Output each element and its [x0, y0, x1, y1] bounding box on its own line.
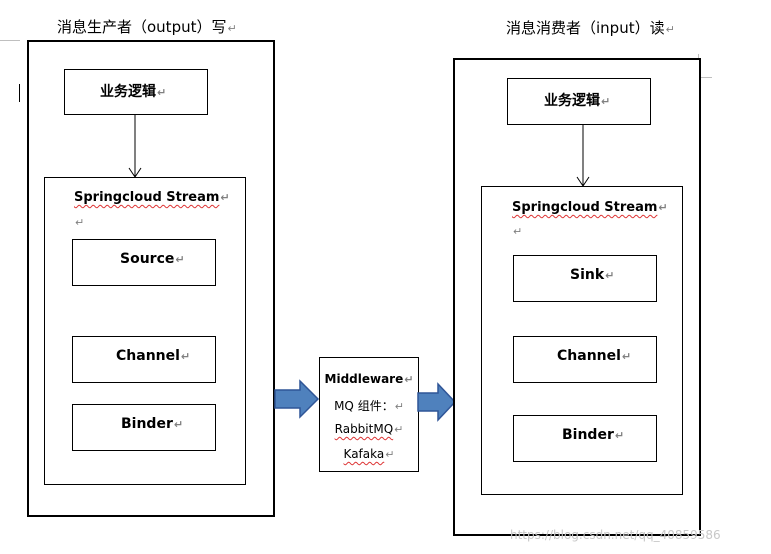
producer-stream-empty-line-mark: ↵ [75, 216, 85, 229]
producer-title: 消息生产者（output）写↵ [57, 18, 237, 36]
corner-mark-right-h [700, 77, 712, 78]
producer-binder-box: Binder↵ [72, 404, 216, 451]
consumer-stream-label: Springcloud Stream↵ [512, 200, 668, 215]
consumer-logic-box: 业务逻辑↵ [507, 78, 651, 125]
watermark: https://blog.csdn.net/qq_40859586 [510, 528, 721, 542]
consumer-logic-to-stream-arrow [576, 124, 590, 187]
consumer-binder-label: Binder↵ [562, 427, 625, 443]
middleware-kafaka: Kafaka↵ [343, 447, 395, 461]
consumer-binder-box: Binder↵ [513, 415, 657, 462]
middleware-mq-label: MQ 组件：↵ [334, 399, 404, 413]
middleware-rabbitmq: RabbitMQ↵ [334, 422, 404, 436]
producer-source-box: Source↵ [72, 239, 216, 286]
producer-logic-to-stream-arrow [128, 114, 142, 178]
consumer-stream-empty-line-mark: ↵ [513, 225, 523, 238]
middleware-to-consumer-arrow [417, 382, 457, 422]
consumer-channel-label: Channel↵ [557, 348, 632, 364]
producer-logic-label: 业务逻辑↵ [100, 84, 167, 100]
consumer-sink-label: Sink↵ [570, 267, 615, 283]
producer-channel-label: Channel↵ [116, 348, 191, 364]
producer-binder-label: Binder↵ [121, 416, 184, 432]
producer-to-middleware-arrow [274, 379, 320, 419]
producer-logic-box: 业务逻辑↵ [64, 69, 208, 115]
corner-mark-left-v [19, 84, 20, 102]
middleware-box: Middleware↵ MQ 组件：↵ RabbitMQ↵ Kafaka↵ [319, 357, 419, 472]
producer-channel-box: Channel↵ [72, 336, 216, 383]
consumer-channel-box: Channel↵ [513, 336, 657, 383]
consumer-logic-label: 业务逻辑↵ [544, 93, 611, 109]
producer-stream-label: Springcloud Stream↵ [74, 190, 230, 205]
middleware-title: Middleware↵ [324, 372, 414, 386]
corner-mark-left-h [0, 40, 20, 41]
consumer-title: 消息消费者（input）读↵ [506, 19, 675, 37]
consumer-sink-box: Sink↵ [513, 255, 657, 302]
producer-source-label: Source↵ [120, 251, 185, 267]
